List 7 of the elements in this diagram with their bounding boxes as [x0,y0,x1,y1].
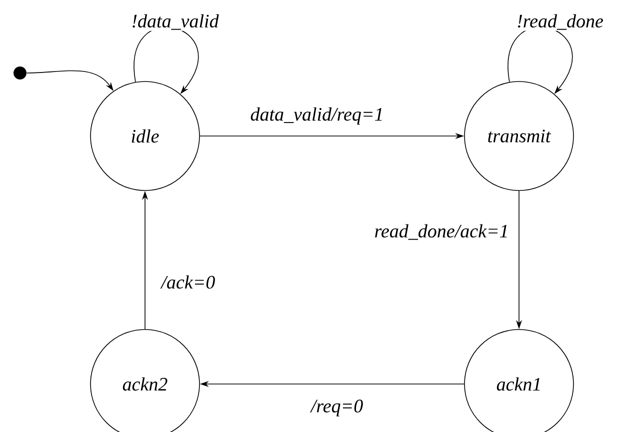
edge-label: /ack=0 [160,274,216,290]
edge-label: !data_valid [130,13,220,31]
edge-label: read_done/ack=1 [373,223,510,241]
edge-label: /req=0 [310,398,364,418]
initial-dot [14,66,26,80]
edge-label: !read_done [516,13,604,31]
edge-label: data_valid/req=1 [249,106,385,126]
